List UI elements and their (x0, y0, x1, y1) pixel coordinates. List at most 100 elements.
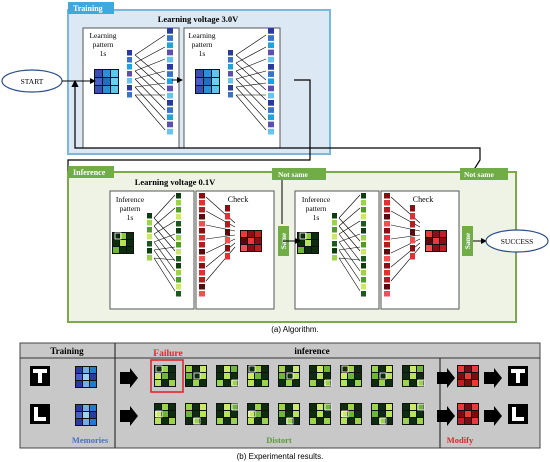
distort-marker (286, 417, 294, 425)
distort-grid-cell (286, 380, 292, 386)
distort-grid-cell (255, 411, 261, 417)
distort-grid-cell (355, 418, 361, 424)
distort-grid-cell (255, 373, 261, 379)
distort-grid-cell (286, 366, 292, 372)
check-result-grid-cell (440, 238, 446, 244)
distort-grid-cell (279, 418, 285, 424)
distort-grid-cell (262, 418, 268, 424)
training-pattern-grid-cell (204, 86, 211, 93)
training-pattern-grid-cell (212, 86, 219, 93)
training-output-column (268, 92, 274, 99)
inference-output-column (176, 242, 181, 248)
inference-pattern-grid-cell (305, 240, 311, 246)
inference-wire (338, 249, 361, 282)
pattern-label-line: pattern (192, 40, 213, 49)
distort-grid-cell (379, 380, 385, 386)
distort-grid-cell (186, 380, 192, 386)
training-pattern-grid-cell (196, 70, 203, 77)
caption-b: (b) Experimental results. (237, 452, 324, 461)
inference-pattern-grid-cell (127, 240, 133, 246)
inference-pattern-grid-cell (305, 233, 311, 239)
training-wire (134, 86, 166, 121)
check-mid-column (225, 229, 230, 236)
pattern-label-line: 1s (127, 213, 134, 222)
inference-output-column (361, 228, 366, 234)
distort-grid-cell (262, 411, 268, 417)
training-output-column (268, 35, 274, 41)
modify-grid-cell (465, 404, 471, 410)
training-pattern-grid-cell (196, 78, 203, 85)
letter-l-stem (34, 407, 38, 421)
check-input-column (384, 284, 390, 290)
memory-grid-t-cell (83, 374, 89, 380)
distort-grid-cell (386, 411, 392, 417)
distort-grid-cell (348, 366, 354, 372)
results-arrow (484, 368, 502, 388)
letter-l-foot (34, 417, 46, 421)
modify-grid-cell (472, 411, 478, 417)
distort-grid-cell (224, 411, 230, 417)
inference-tag-label: Inference (73, 168, 106, 177)
distort-grid-cell (355, 366, 361, 372)
training-output-column (167, 100, 173, 106)
same-label-2: Same (464, 233, 472, 249)
training-pattern-grid-cell (103, 70, 110, 77)
check-result-grid-cell (255, 245, 261, 251)
memory-grid-t-cell (76, 374, 82, 380)
distort-marker (341, 365, 349, 373)
distort-marker (286, 372, 294, 380)
distort-grid-cell (403, 418, 409, 424)
pattern-label-line: Learning (188, 31, 215, 40)
memory-grid-l-cell (83, 419, 89, 425)
distort-grid-cell (255, 366, 261, 372)
letter-t-stem (38, 369, 42, 383)
training-output-column (268, 71, 274, 77)
distort-grid-cell (169, 366, 175, 372)
distort-grid-cell (386, 418, 392, 424)
training-wire (134, 94, 166, 131)
training-wire (235, 70, 267, 80)
check-result-grid-cell (248, 238, 254, 244)
training-output-column (167, 49, 173, 56)
modify-label: Modify (447, 435, 474, 445)
modify-grid-cell (465, 366, 471, 372)
inference-output-column (176, 214, 181, 220)
training-pattern-grid-cell (95, 70, 102, 77)
pattern-label-line: 1s (199, 49, 206, 58)
training-wire (235, 54, 267, 81)
inference-pattern-marker (114, 232, 122, 240)
training-wire (235, 94, 267, 131)
inference-input-column (332, 241, 337, 247)
memory-grid-t-cell (76, 381, 82, 387)
pattern-label-line: pattern (306, 204, 327, 213)
training-output-column (268, 85, 274, 92)
distort-grid-cell (355, 380, 361, 386)
check-mid-column (225, 213, 230, 220)
check-result-grid-cell (433, 231, 439, 237)
training-input-column (228, 78, 233, 84)
training-input-column (127, 78, 132, 84)
check-box-1 (195, 190, 275, 310)
check-result-grid-cell (426, 238, 432, 244)
distort-grid-cell (224, 366, 230, 372)
training-wire (134, 46, 166, 64)
training-output-column (167, 35, 173, 41)
distort-grid-cell (162, 404, 168, 410)
inference-wire (338, 233, 361, 262)
inference-input-column (332, 213, 337, 219)
training-pattern-grid-cell (111, 86, 118, 93)
distort-grid-cell (231, 418, 237, 424)
training-wire (235, 82, 267, 88)
modify-grid-cell (465, 418, 471, 424)
training-pattern-grid-cell (212, 78, 219, 85)
inference-wire (338, 257, 361, 261)
check-input-column (199, 242, 205, 248)
check-mid-column (410, 205, 415, 212)
training-output-column (268, 78, 274, 85)
inference-wire (338, 220, 361, 235)
pattern-label-line: 1s (313, 213, 320, 222)
distort-grid-cell (341, 411, 347, 417)
inference-wire (153, 257, 176, 261)
